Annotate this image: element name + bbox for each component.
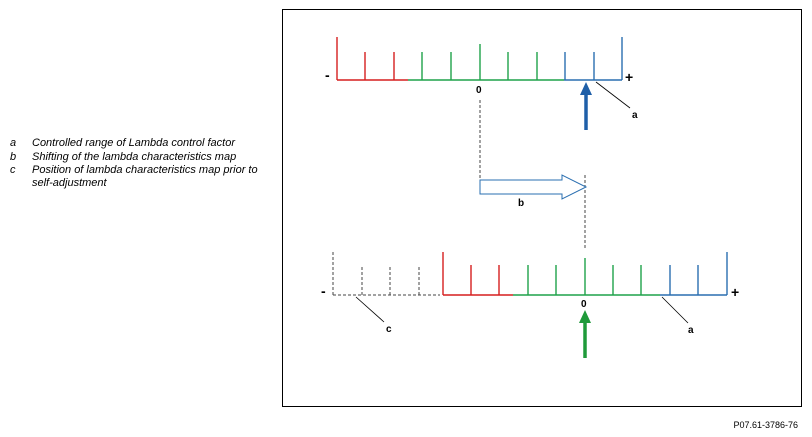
bottom-scale: - 0 + c a	[321, 252, 739, 358]
shift-indicator: b	[479, 100, 588, 250]
bottom-minus-label: -	[321, 283, 326, 299]
figure-reference: P07.61-3786-76	[733, 420, 798, 430]
diagram-frame	[282, 9, 802, 407]
shift-arrow	[479, 174, 588, 200]
bottom-zero-label: 0	[581, 299, 587, 310]
legend-text: Position of lambda characteristics map p…	[32, 164, 258, 189]
top-scale: - 0 + a	[325, 37, 638, 130]
legend-item-a: a Controlled range of Lambda control fac…	[10, 137, 260, 150]
top-arrow-head	[580, 82, 592, 95]
top-callout-a: a	[632, 110, 638, 121]
legend: a Controlled range of Lambda control fac…	[10, 137, 260, 190]
bottom-callout-a-line	[661, 296, 689, 324]
legend-item-c: c Position of lambda characteristics map…	[10, 164, 260, 189]
bottom-callout-a: a	[688, 325, 694, 336]
legend-key: b	[10, 150, 17, 163]
top-plus-label: +	[625, 69, 633, 85]
bottom-arrow-head	[579, 310, 591, 323]
legend-text: Shifting of the lambda characteristics m…	[32, 150, 237, 163]
bottom-plus-label: +	[731, 284, 739, 300]
bottom-callout-c-line	[355, 296, 385, 323]
legend-key: a	[10, 137, 17, 149]
shift-callout-b: b	[518, 198, 524, 209]
bottom-callout-c: c	[386, 324, 392, 335]
legend-item-b: b Shifting of the lambda characteristics…	[10, 151, 260, 164]
top-zero-label: 0	[476, 85, 482, 96]
legend-text: Controlled range of Lambda control facto…	[32, 137, 236, 149]
top-callout-line	[595, 81, 631, 109]
top-minus-label: -	[325, 67, 330, 83]
legend-key: c	[10, 164, 16, 176]
